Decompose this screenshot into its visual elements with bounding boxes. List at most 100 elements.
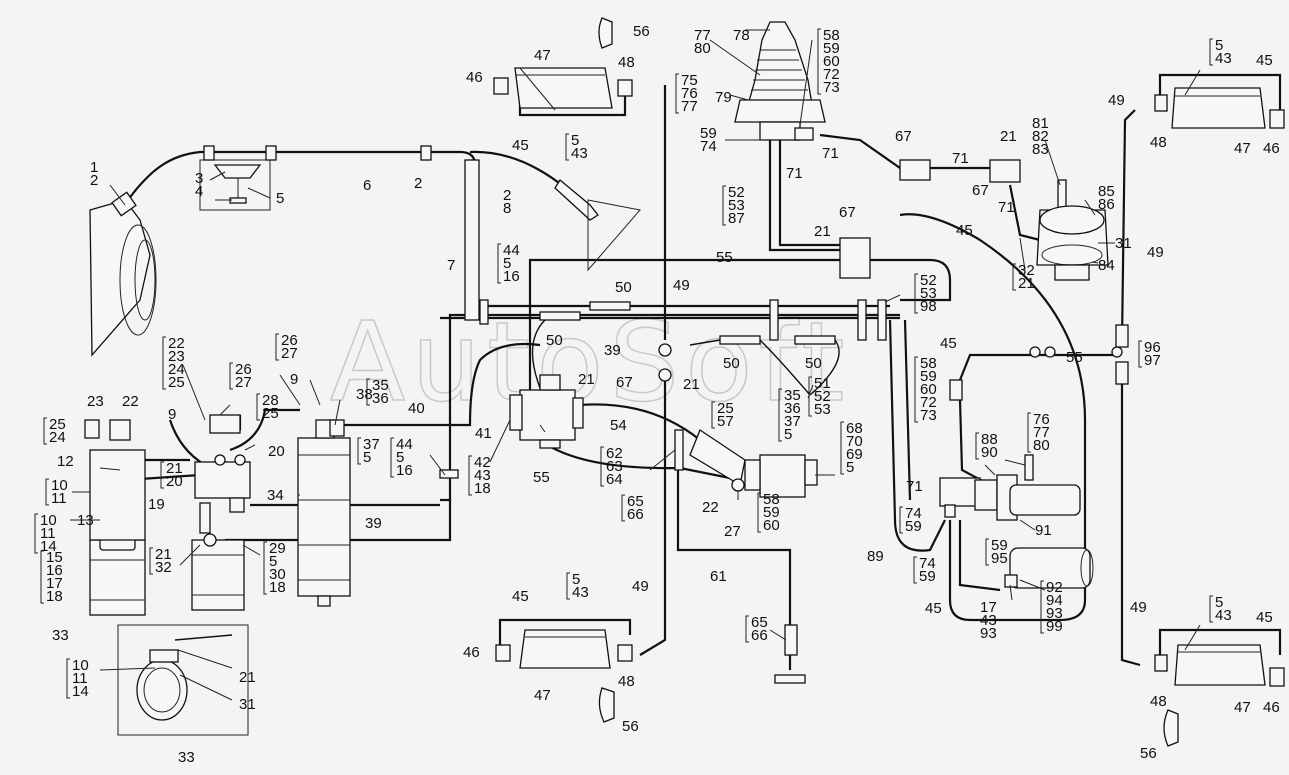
callout-c11: 47: [534, 47, 551, 64]
callout-number: 65: [627, 493, 644, 510]
callout-number: 11: [40, 525, 56, 542]
valve-21-e: [658, 368, 672, 382]
detail-inset-33: [117, 624, 249, 736]
callout-number: 47: [534, 47, 551, 64]
clamp-2: [769, 299, 779, 341]
bracket-assembly: [199, 145, 432, 211]
callout-c79: 54: [610, 417, 627, 434]
callout-number: 4: [195, 183, 203, 200]
callout-number: 68: [846, 420, 863, 437]
callout-c44: 55: [716, 249, 733, 266]
callout-number: 2: [503, 187, 511, 204]
callout-number: 87: [728, 210, 745, 227]
callout-number: 5: [1215, 594, 1223, 611]
callout-c115: 23: [87, 393, 104, 410]
connector-96: [1115, 324, 1129, 348]
pipe-network: [118, 73, 1282, 670]
callout-c40: 45: [1256, 52, 1273, 69]
callout-number: 70: [846, 433, 863, 450]
callout-c67: 91: [1035, 522, 1052, 539]
callout-number: 8: [503, 200, 511, 217]
callout-number: 13: [77, 512, 94, 529]
callout-number: 37: [363, 436, 380, 453]
callout-number: 10: [72, 657, 89, 674]
callout-number: 50: [615, 279, 632, 296]
callout-number: 21: [1000, 128, 1017, 145]
callout-bracket: [66, 658, 70, 699]
callout-number: 77: [681, 98, 698, 115]
clamp-4: [877, 299, 887, 341]
callout-number: 17: [980, 599, 997, 616]
callout-c73: 45: [1256, 609, 1273, 626]
callout-c127: 21: [239, 669, 256, 686]
callout-bracket: [913, 556, 917, 584]
callout-number: 49: [673, 277, 690, 294]
callout-c114: 9: [168, 406, 176, 423]
coupling-50-d: [794, 335, 836, 345]
callout-number: 46: [1263, 699, 1280, 716]
callout-number: 65: [751, 614, 768, 631]
callout-number: 61: [710, 568, 727, 585]
callout-number: 52: [920, 272, 937, 289]
callout-number: 5: [784, 426, 792, 443]
callout-number: 5: [571, 132, 579, 149]
callout-number: 48: [618, 673, 635, 690]
callout-c56: 45: [940, 335, 957, 352]
relay-valve-assembly: [509, 374, 584, 449]
callout-number: 18: [269, 579, 286, 596]
callout-number: 27: [235, 374, 252, 391]
callout-number: 23: [87, 393, 104, 410]
callout-c36: 45: [956, 222, 973, 239]
callout-number: 20: [166, 473, 183, 490]
callout-bracket: [160, 461, 164, 489]
callout-bracket: [840, 421, 844, 475]
callout-number: 45: [1256, 52, 1273, 69]
callout-number: 21: [166, 460, 183, 477]
callout-number: 3: [195, 170, 203, 187]
callout-c14: 543: [565, 132, 588, 162]
callout-c120: 13: [77, 512, 94, 529]
callout-number: 34: [267, 487, 284, 504]
callout-bracket: [1027, 412, 1031, 453]
fitting-c: [1111, 346, 1123, 358]
callout-c105: 39: [365, 515, 382, 532]
callout-number: 5: [846, 459, 854, 476]
callout-c3: 5: [276, 190, 284, 207]
callout-number: 39: [365, 515, 382, 532]
callout-c91: 543: [566, 571, 589, 601]
valve-67-d: [658, 343, 672, 357]
callout-number: 73: [823, 79, 840, 96]
callout-number: 15: [46, 549, 63, 566]
callout-number: 50: [805, 355, 822, 372]
callout-number: 56: [622, 718, 639, 735]
callout-bracket: [1012, 263, 1016, 291]
callout-number: 38: [356, 386, 373, 403]
callout-c43: 46: [1263, 140, 1280, 157]
callout-c7: 7: [447, 257, 455, 274]
check-valve-65: [784, 624, 798, 656]
bracket-plate: [587, 199, 641, 272]
callout-number: 60: [823, 53, 840, 70]
callout-number: 32: [155, 559, 172, 576]
callout-c29: 67: [972, 182, 989, 199]
callout-c41: 48: [1150, 134, 1167, 151]
callout-c5: 2: [414, 175, 422, 192]
valve-unit-68: [674, 429, 818, 498]
callout-c113: 19: [148, 496, 165, 513]
callout-number: 67: [839, 204, 856, 221]
callout-number: 47: [1234, 699, 1251, 716]
callout-number: 31: [239, 696, 256, 713]
